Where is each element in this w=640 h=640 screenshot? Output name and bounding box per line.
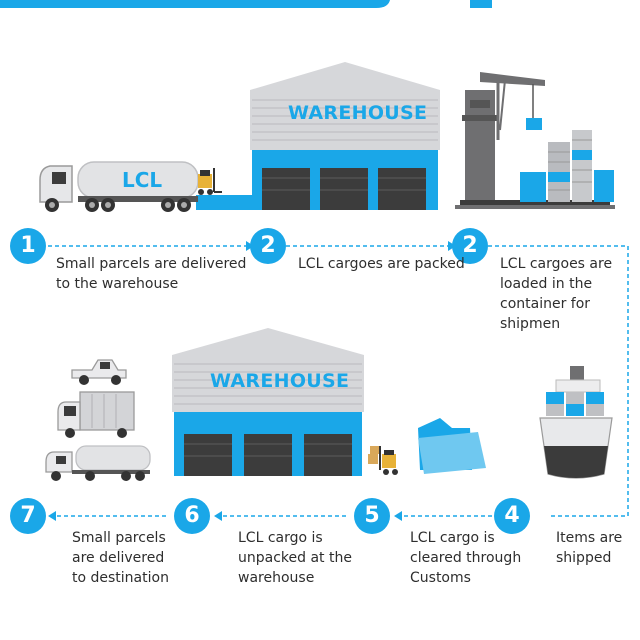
step-badge: 7 (10, 498, 46, 534)
step-badge: 6 (174, 498, 210, 534)
warehouse-bottom-label: WAREHOUSE (210, 370, 350, 392)
top-flow-line (48, 245, 629, 517)
tanker-truck-icon (45, 445, 151, 481)
warehouse-top-label: WAREHOUSE (288, 102, 428, 124)
step-badge: 2 (452, 228, 488, 264)
forklift-icon (198, 168, 222, 195)
forklift-icon (368, 446, 398, 475)
step-caption: LCL cargo is unpacked at the warehouse (238, 530, 352, 586)
step-caption: Small parcels are delivered to destinati… (72, 530, 169, 586)
loading-ramp (196, 195, 252, 210)
warehouse-icon (172, 328, 364, 476)
header-banner (0, 0, 390, 8)
step-caption: LCL cargoes are packed (298, 256, 465, 272)
warehouse-icon (250, 62, 440, 210)
folder-icon (418, 418, 486, 474)
header-banner-tab (470, 0, 492, 8)
step-badge: 2 (250, 228, 286, 264)
box-truck-icon (57, 391, 135, 438)
tanker-truck-icon (39, 161, 199, 212)
tanker-label: LCL (122, 168, 163, 192)
pickup-truck-icon (71, 359, 127, 385)
step-caption: LCL cargoes are loaded in the container … (500, 256, 613, 332)
step-caption: Small parcels are delivered to the wareh… (56, 256, 247, 292)
port-crane-icon (455, 72, 615, 209)
container-stack-icon (520, 130, 614, 202)
step-badge: 1 (10, 228, 46, 264)
cargo-ship-icon (539, 366, 613, 479)
step-caption: LCL cargo is cleared through Customs (410, 530, 522, 586)
step-caption: Items are shipped (556, 530, 623, 566)
step-badge: 4 (494, 498, 530, 534)
step-badge: 5 (354, 498, 390, 534)
